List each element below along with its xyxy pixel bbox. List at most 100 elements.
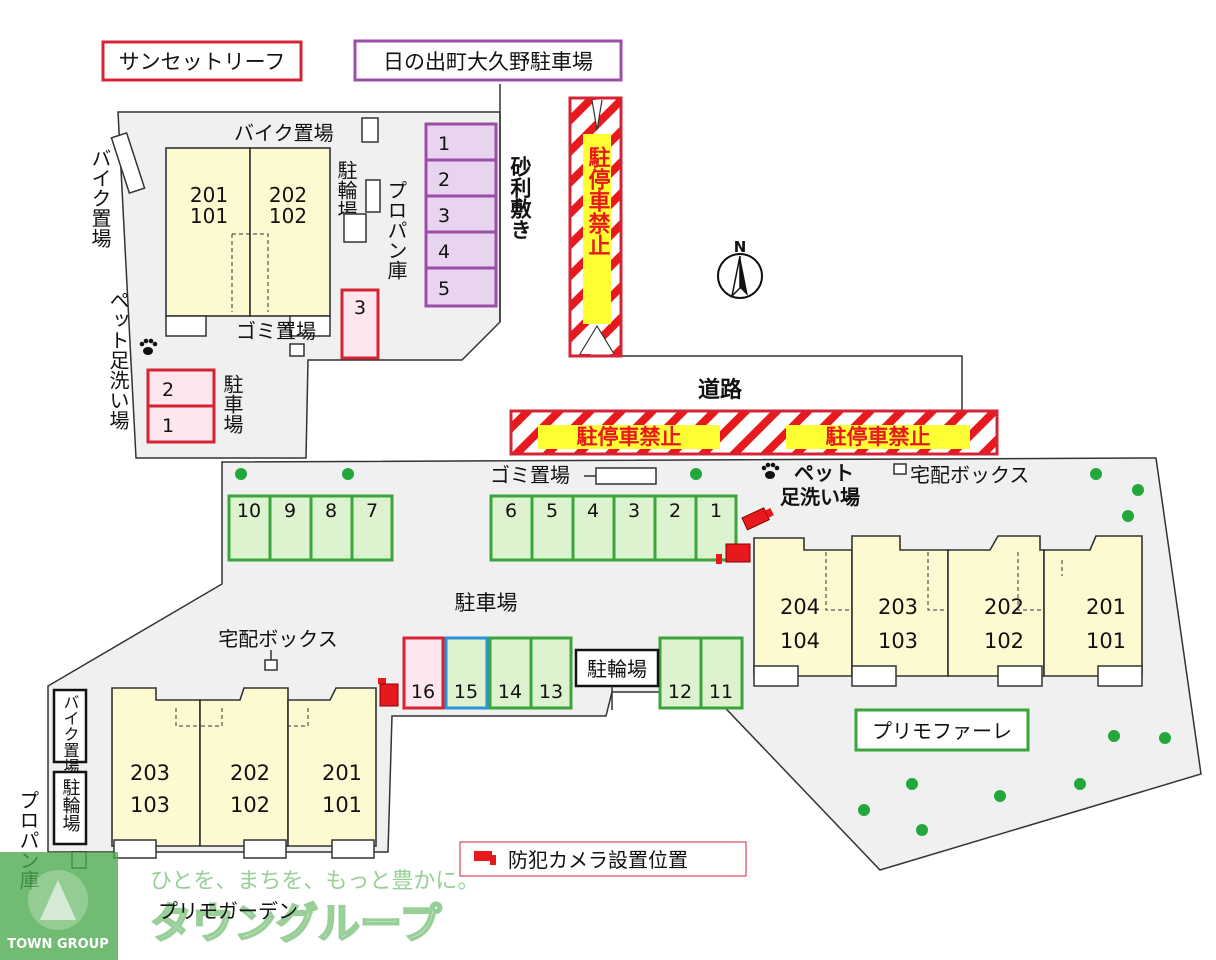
no-parking-vertical-text: 駐停車禁止 xyxy=(585,145,611,256)
space-16-label: 16 xyxy=(411,681,435,703)
space-7-label: 7 xyxy=(366,500,378,522)
cycle-parking-label-3: 駐輪場 xyxy=(60,778,81,833)
bike-parking-label-1: バイク置場 xyxy=(88,148,112,248)
cycle-rack-1 xyxy=(343,213,367,243)
space-13-label: 13 xyxy=(539,681,563,703)
sunset-unit-2-upper: 202 xyxy=(269,183,307,207)
delivery-box-2 xyxy=(893,463,907,475)
watermark-brand-en: TOWN GROUP xyxy=(7,937,108,952)
garbage-box-2 xyxy=(595,467,657,485)
sunset-unit-2-lower: 102 xyxy=(269,204,307,228)
garden-unit-3-lower: 101 xyxy=(322,793,362,817)
sunset-unit-1-upper: 201 xyxy=(190,183,228,207)
tree-logo-icon xyxy=(28,870,88,930)
no-parking-vertical: 駐停車禁止 xyxy=(568,96,623,358)
bike-parking-label-2: バイク置場 xyxy=(234,121,334,145)
propane-label-1: プロパン庫 xyxy=(384,180,408,280)
primo-farre-name-text: プリモファーレ xyxy=(872,719,1012,743)
parking-small-label: 駐車場 xyxy=(220,374,244,434)
space-12-label: 12 xyxy=(668,681,692,703)
camera-legend-icon xyxy=(474,851,492,861)
garden-unit-2-lower: 102 xyxy=(230,793,270,817)
watermark-tagline: ひとを、まちを、もっと豊かに。 xyxy=(150,869,479,894)
delivery-box-label-1: 宅配ボックス xyxy=(218,627,337,651)
north-arrow-icon: N xyxy=(717,238,763,299)
title-hinode-text: 日の出町大久野駐車場 xyxy=(383,50,593,74)
garbage-box-1 xyxy=(289,343,305,357)
trees xyxy=(235,468,1171,836)
space-15 xyxy=(444,636,489,710)
road-edge xyxy=(499,84,963,410)
no-parking-horizontal: 駐停車禁止 駐停車禁止 xyxy=(509,409,999,456)
hinode-space-4-label: 4 xyxy=(438,241,450,263)
hinode-space-3-label: 3 xyxy=(438,205,450,227)
space-1-label: 1 xyxy=(710,500,722,522)
space-11 xyxy=(699,636,744,710)
sunset-parking-2 xyxy=(146,368,216,408)
sunset-parking-2-label: 2 xyxy=(162,379,174,401)
watermark-brand: タウングループ xyxy=(150,899,441,948)
no-parking-text-1: 駐停車禁止 xyxy=(577,425,682,449)
paw-icon-2 xyxy=(761,462,780,479)
space-3-label: 3 xyxy=(628,500,640,522)
farre-unit-4-lower: 101 xyxy=(1086,629,1126,653)
hinode-space-1 xyxy=(424,122,498,162)
hinode-space-4 xyxy=(424,230,498,270)
primo-farre-name: プリモファーレ xyxy=(854,708,1030,752)
sunset-parking-1 xyxy=(146,404,216,444)
space-10-label: 10 xyxy=(237,500,261,522)
pet-wash-label-1: ペット足洗い場 xyxy=(106,290,130,430)
cycle-parking-label-1: 駐輪場 xyxy=(334,160,358,220)
delivery-box-1 xyxy=(264,659,278,671)
space-2-label: 2 xyxy=(669,500,681,522)
paw-icon xyxy=(139,338,158,355)
hinode-space-1-label: 1 xyxy=(438,133,450,155)
hinode-space-5 xyxy=(424,266,498,308)
hinode-space-2 xyxy=(424,158,498,198)
camera-icon-1 xyxy=(741,507,774,531)
primo-garden-building: 203 103 202 102 201 101 xyxy=(111,687,377,859)
garden-cycle-parking: 駐輪場 xyxy=(52,770,88,846)
primo-farre-building: 204 104 203 103 202 102 201 101 xyxy=(753,535,1143,687)
parking-row-bottom: 16 15 14 13 12 11 xyxy=(402,636,744,710)
sunset-parking-1-label: 1 xyxy=(162,415,174,437)
sunset-parking: 3 2 1 xyxy=(146,288,380,444)
hinode-space-5-label: 5 xyxy=(438,278,450,300)
space-15-label: 15 xyxy=(454,681,478,703)
space-16 xyxy=(402,636,445,710)
space-4-label: 4 xyxy=(587,500,599,522)
farre-unit-2-lower: 103 xyxy=(878,629,918,653)
garden-unit-1-lower: 103 xyxy=(130,793,170,817)
farre-unit-3-lower: 102 xyxy=(984,629,1024,653)
farre-unit-1-lower: 104 xyxy=(780,629,820,653)
space-14-label: 14 xyxy=(498,681,522,703)
garden-unit-2-upper: 202 xyxy=(230,761,270,785)
space-14 xyxy=(488,636,533,710)
garden-unit-3-upper: 201 xyxy=(322,761,362,785)
pet-wash-label-2b: 足洗い場 xyxy=(780,485,860,509)
sunset-parking-3-label: 3 xyxy=(354,297,366,319)
farre-unit-4-upper: 201 xyxy=(1086,595,1126,619)
delivery-box-label-2: 宅配ボックス xyxy=(910,463,1029,487)
no-parking-text-2: 駐停車禁止 xyxy=(826,425,931,449)
camera-legend: 防犯カメラ設置位置 xyxy=(459,841,747,877)
camera-icon-2 xyxy=(716,543,751,564)
bike-rack-left xyxy=(110,132,146,194)
parking-main-label: 駐車場 xyxy=(455,591,518,615)
sunset-unit-2 xyxy=(249,147,331,317)
pet-wash-label-2a: ペット xyxy=(794,461,854,485)
gravel-label: 砂利敷き xyxy=(508,156,532,240)
hinode-space-2-label: 2 xyxy=(438,169,450,191)
cycle-parking-box: 駐輪場 xyxy=(574,648,660,688)
bike-rack-top xyxy=(361,117,379,143)
hinode-parking: 1 2 3 4 5 xyxy=(424,122,498,308)
sunset-unit-1 xyxy=(165,147,251,317)
watermark: TOWN GROUP ひとを、まちを、もっと豊かに。 タウングループ xyxy=(0,852,479,960)
parking-row-left: 10 9 8 7 xyxy=(227,494,394,562)
camera-legend-text: 防犯カメラ設置位置 xyxy=(508,848,688,872)
hinode-space-3 xyxy=(424,194,498,234)
north-label: N xyxy=(734,238,747,256)
sunset-building: 201 101 202 102 xyxy=(165,147,331,337)
space-11-label: 11 xyxy=(709,681,733,703)
